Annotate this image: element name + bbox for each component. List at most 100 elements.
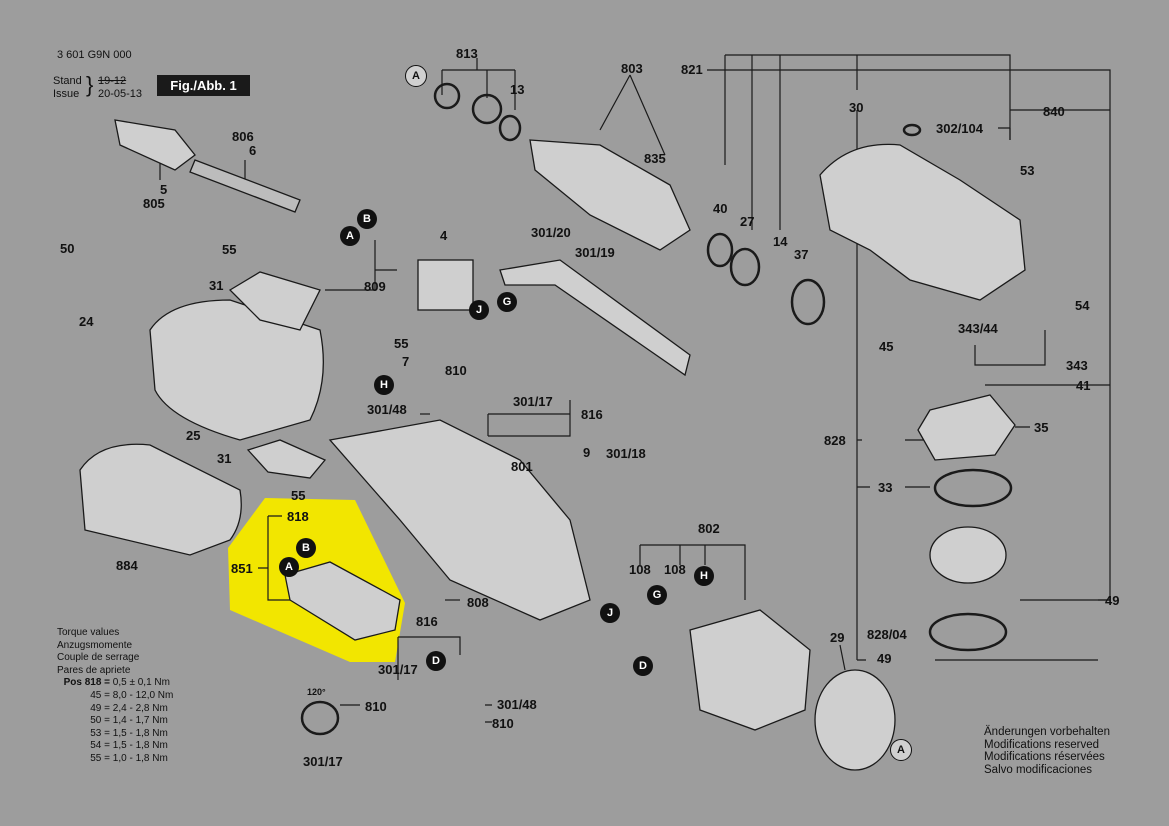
part-label: 301/17 xyxy=(303,754,343,769)
part-label: 4 xyxy=(440,228,448,243)
part-label: 7 xyxy=(402,354,410,369)
part-label: 108 xyxy=(629,562,651,577)
issue-value: 20-05-13 xyxy=(98,88,143,100)
part-label: 301/17 xyxy=(378,662,418,677)
torque-row: 55 = 1,0 - 1,8 Nm xyxy=(57,753,173,766)
stand-value: 19-12 xyxy=(98,75,127,87)
torque-values-table: Torque values Anzugsmomente Couple de se… xyxy=(57,627,173,766)
angle-label: 120° xyxy=(307,687,326,697)
torque-row: Pos 818 = 0,5 ± 0,1 Nm xyxy=(57,677,173,690)
part-label: 343 xyxy=(1066,358,1088,373)
torque-value: 0,5 ± 0,1 Nm xyxy=(112,677,170,689)
part-label: 25 xyxy=(186,428,201,443)
part-label: 31 xyxy=(209,278,224,293)
torque-pos: 49 = xyxy=(90,702,110,714)
part-label: 37 xyxy=(794,247,809,262)
torque-pos: 50 = xyxy=(90,715,110,727)
callout-d: D xyxy=(426,651,446,671)
torque-row: 49 = 2,4 - 2,8 Nm xyxy=(57,703,173,716)
part-label: 49 xyxy=(1105,593,1120,608)
part-label: 810 xyxy=(492,716,514,731)
part-label: 816 xyxy=(581,407,603,422)
part-label: 301/48 xyxy=(497,697,537,712)
part-label: 828/04 xyxy=(867,627,907,642)
part-label: 828 xyxy=(824,433,846,448)
callout-a: A xyxy=(340,226,360,246)
part-label: 14 xyxy=(773,234,788,249)
part-label: 809 xyxy=(364,279,386,294)
part-label: 343/44 xyxy=(958,321,998,336)
callout-b: B xyxy=(357,209,377,229)
part-label: 301/19 xyxy=(575,245,615,260)
callout-j: J xyxy=(600,603,620,623)
torque-row: 50 = 1,4 - 1,7 Nm xyxy=(57,715,173,728)
part-label: 35 xyxy=(1034,420,1049,435)
torque-value: 1,0 - 1,8 Nm xyxy=(112,752,168,764)
torque-pos: 53 = xyxy=(90,727,110,739)
torque-heading-de: Anzugsmomente xyxy=(57,639,133,651)
modifications-de: Änderungen vorbehalten xyxy=(984,726,1110,738)
part-label: 816 xyxy=(416,614,438,629)
modifications-es: Salvo modificaciones xyxy=(984,763,1093,776)
issue-label: Issue xyxy=(53,88,80,100)
torque-pos: 55 = xyxy=(90,752,110,764)
part-label: 40 xyxy=(713,201,728,216)
callout-a: A xyxy=(890,739,912,761)
part-label: 53 xyxy=(1020,163,1035,178)
part-label: 49 xyxy=(877,651,892,666)
part-label: 54 xyxy=(1075,298,1090,313)
torque-row: 53 = 1,5 - 1,8 Nm xyxy=(57,728,173,741)
callout-b: B xyxy=(296,538,316,558)
stand-label: Stand xyxy=(53,75,82,87)
part-label: 806 xyxy=(232,129,254,144)
torque-heading-en: Torque values xyxy=(57,627,120,638)
part-label: 301/20 xyxy=(531,225,571,240)
modifications-fr: Modifications réservées xyxy=(984,751,1105,763)
part-label: 108 xyxy=(664,562,686,577)
part-label: 801 xyxy=(511,459,533,474)
part-label: 55 xyxy=(394,336,409,351)
part-label: 31 xyxy=(217,451,232,466)
callout-h: H xyxy=(694,566,714,586)
part-label: 24 xyxy=(79,314,94,329)
torque-pos: 54 = xyxy=(90,740,110,752)
callout-j: J xyxy=(469,300,489,320)
callout-h: H xyxy=(374,375,394,395)
part-label: 302/104 xyxy=(936,121,983,136)
part-label: 41 xyxy=(1076,378,1091,393)
modifications-note: Änderungen vorbehalten Modifications res… xyxy=(984,726,1110,776)
callout-g: G xyxy=(647,585,667,605)
part-label: 808 xyxy=(467,595,489,610)
torque-value: 1,5 - 1,8 Nm xyxy=(112,740,168,752)
part-label: 803 xyxy=(621,61,643,76)
part-label: 810 xyxy=(445,363,467,378)
torque-value: 1,5 - 1,8 Nm xyxy=(112,727,168,739)
callout-a: A xyxy=(405,65,427,87)
part-label: 5 xyxy=(160,182,168,197)
part-label: 821 xyxy=(681,62,703,77)
part-label: 884 xyxy=(116,558,138,573)
torque-row: 54 = 1,5 - 1,8 Nm xyxy=(57,740,173,753)
brace-glyph: } xyxy=(86,72,94,97)
torque-pos: 45 = xyxy=(90,689,110,701)
part-label: 9 xyxy=(583,445,591,460)
part-label: 851 xyxy=(231,561,253,576)
part-label: 55 xyxy=(222,242,237,257)
callout-a: A xyxy=(279,557,299,577)
part-label: 301/17 xyxy=(513,394,553,409)
part-label: 33 xyxy=(878,480,893,495)
torque-value: 8,0 - 12,0 Nm xyxy=(112,689,174,701)
callout-d: D xyxy=(633,656,653,676)
part-label: 50 xyxy=(60,241,75,256)
part-label: 29 xyxy=(830,630,845,645)
part-label: 301/18 xyxy=(606,446,646,461)
part-label: 818 xyxy=(287,509,309,524)
part-label: 30 xyxy=(849,100,864,115)
part-label: 805 xyxy=(143,196,165,211)
torque-value: 2,4 - 2,8 Nm xyxy=(112,702,168,714)
part-label: 301/48 xyxy=(367,402,407,417)
torque-heading-fr: Couple de serrage xyxy=(57,652,140,664)
modifications-en: Modifications reserved xyxy=(984,738,1100,751)
torque-heading-es: Pares de apriete xyxy=(57,664,131,676)
